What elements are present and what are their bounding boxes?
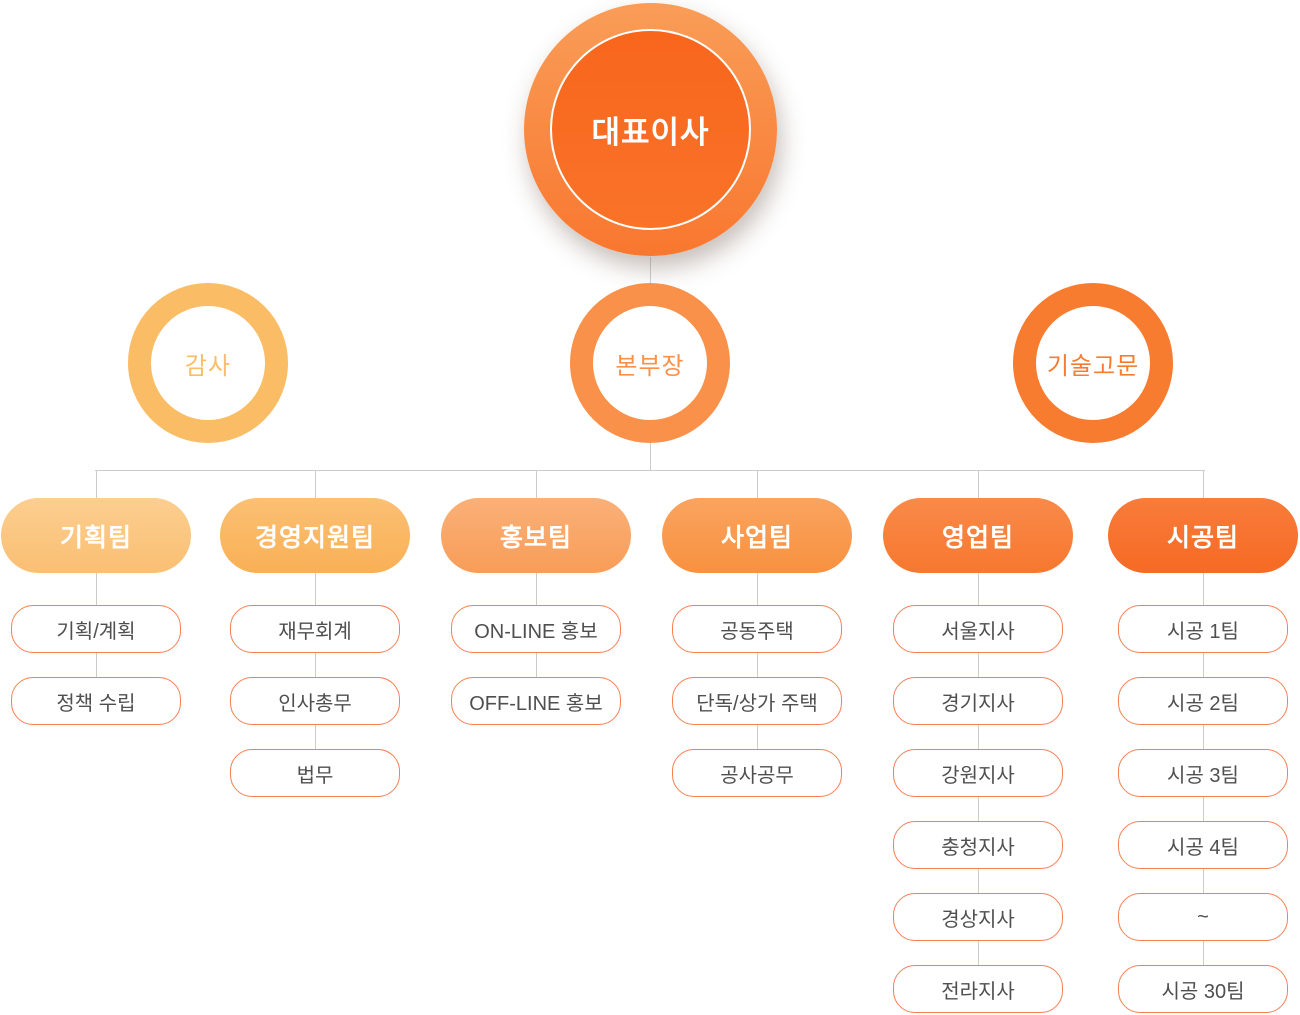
team-pill-construction: 시공팀 [1108, 498, 1298, 573]
org-node: 시공 1팀 [1118, 605, 1288, 653]
team-column-management-support: 경영지원팀 재무회계 인사총무 법무 [220, 470, 410, 797]
circle-division-head: 본부장 [570, 283, 730, 443]
team-pill-management-support: 경영지원팀 [220, 498, 410, 573]
org-node: 인사총무 [230, 677, 400, 725]
team-pill-public-relations: 홍보팀 [441, 498, 631, 573]
org-node: 경상지사 [893, 893, 1063, 941]
org-node: 강원지사 [893, 749, 1063, 797]
org-node: ~ [1118, 893, 1288, 941]
org-node: 정책 수립 [11, 677, 181, 725]
org-node: 시공 4팀 [1118, 821, 1288, 869]
ceo-label: 대표이사 [591, 115, 710, 150]
team-pill-business: 사업팀 [662, 498, 852, 573]
org-node: OFF-LINE 홍보 [451, 677, 621, 725]
org-node: 시공 30팀 [1118, 965, 1288, 1013]
ceo-circle: 대표이사 [524, 3, 777, 256]
circle-technical-advisor: 기술고문 [1013, 283, 1173, 443]
circle-technical-advisor-label: 기술고문 [1046, 352, 1140, 380]
org-node: 법무 [230, 749, 400, 797]
org-node: ON-LINE 홍보 [451, 605, 621, 653]
org-node: 시공 2팀 [1118, 677, 1288, 725]
circle-auditor: 감사 [128, 283, 288, 443]
org-node: 충청지사 [893, 821, 1063, 869]
org-node: 전라지사 [893, 965, 1063, 1013]
org-node: 기획/계획 [11, 605, 181, 653]
org-node: 서울지사 [893, 605, 1063, 653]
team-column-business: 사업팀 공동주택 단독/상가 주택 공사공무 [662, 470, 852, 797]
circle-auditor-label: 감사 [184, 352, 232, 380]
team-column-construction: 시공팀 시공 1팀 시공 2팀 시공 3팀 시공 4팀 ~ 시공 30팀 [1108, 470, 1298, 1013]
ceo-circle-inner: 대표이사 [550, 29, 751, 230]
org-node: 시공 3팀 [1118, 749, 1288, 797]
team-column-planning: 기획팀 기획/계획 정책 수립 [1, 470, 191, 725]
org-node: 재무회계 [230, 605, 400, 653]
connector-horizontal [95, 470, 1205, 471]
team-column-sales: 영업팀 서울지사 경기지사 강원지사 충청지사 경상지사 전라지사 [883, 470, 1073, 1013]
org-node: 공동주택 [672, 605, 842, 653]
org-node: 단독/상가 주택 [672, 677, 842, 725]
org-node: 공사공무 [672, 749, 842, 797]
team-pill-sales: 영업팀 [883, 498, 1073, 573]
circle-division-head-label: 본부장 [615, 352, 685, 380]
org-node: 경기지사 [893, 677, 1063, 725]
team-pill-planning: 기획팀 [1, 498, 191, 573]
team-column-public-relations: 홍보팀 ON-LINE 홍보 OFF-LINE 홍보 [441, 470, 631, 725]
